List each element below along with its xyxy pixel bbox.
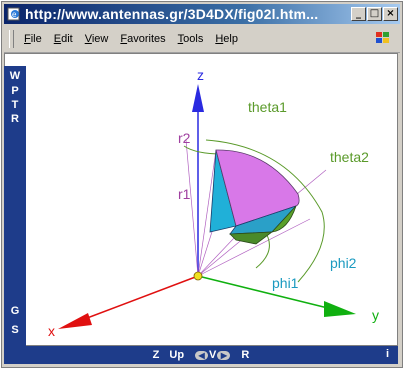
next-viewpoint-icon[interactable]: ▶ <box>217 350 231 360</box>
theta-arc-outer <box>205 139 325 283</box>
sidebar-pan-button[interactable]: P <box>11 85 19 97</box>
sidebar-goto-button[interactable]: G <box>10 305 20 317</box>
y-axis-arrow-icon <box>324 301 356 317</box>
minimize-button[interactable]: _ <box>351 7 366 21</box>
vrml-navbar: Z Up ◀V▶ R i <box>4 346 398 364</box>
y-axis-label: y <box>372 307 379 323</box>
vrml-3d-scene[interactable]: z x y theta1 theta2 r2 r1 phi1 phi2 <box>26 54 398 346</box>
window-title: http://www.antennas.gr/3D4DX/fig02l.htm.… <box>25 6 319 22</box>
restore-button[interactable]: R <box>241 349 250 361</box>
sidebar-walk-button[interactable]: W <box>9 70 21 82</box>
sidebar-study-button[interactable]: S <box>11 324 19 336</box>
menu-tools[interactable]: Tools <box>177 33 204 45</box>
title-bar[interactable]: e http://www.antennas.gr/3D4DX/fig02l.ht… <box>4 4 400 24</box>
sidebar-roll-button[interactable]: R <box>11 113 19 125</box>
vrml-sidebar: W P T R G S <box>4 66 26 346</box>
maximize-button[interactable]: □ <box>367 7 382 21</box>
z-axis-label: z <box>197 67 204 83</box>
phi2-label: phi2 <box>330 255 357 271</box>
menu-file[interactable]: File <box>24 33 42 45</box>
theta2-label: theta2 <box>330 149 369 165</box>
menu-view[interactable]: View <box>84 33 109 45</box>
y-axis <box>197 275 345 313</box>
surface-pink <box>215 149 300 227</box>
windows-flag-icon <box>376 32 389 43</box>
surface-green-bottom <box>229 231 274 245</box>
viewpoint-label: V <box>209 349 217 361</box>
svg-text:e: e <box>12 10 17 19</box>
surface-green <box>270 205 297 233</box>
menu-bar: File Edit View Favorites Tools Help <box>4 26 400 53</box>
ie-page-icon: e <box>7 7 20 21</box>
r2-label: r2 <box>178 130 191 146</box>
origin-point <box>193 271 203 281</box>
z-axis-arrow-icon <box>192 84 204 112</box>
sidebar-turn-button[interactable]: T <box>11 99 19 111</box>
menu-help[interactable]: Help <box>215 33 238 45</box>
prev-viewpoint-icon[interactable]: ◀ <box>195 350 209 360</box>
phi1-label: phi1 <box>272 275 299 291</box>
info-button[interactable]: i <box>386 348 390 360</box>
close-button[interactable]: × <box>383 7 398 21</box>
x-axis-label: x <box>48 323 55 339</box>
theta1-label: theta1 <box>248 99 287 115</box>
up-button[interactable]: Up <box>169 349 185 361</box>
menu-favorites[interactable]: Favorites <box>120 33 166 45</box>
x-axis-arrow-icon <box>58 313 92 329</box>
menu-edit[interactable]: Edit <box>53 33 73 45</box>
r1-label: r1 <box>178 186 191 202</box>
zoom-button[interactable]: Z <box>152 349 160 361</box>
viewpoint-control[interactable]: ◀V▶ <box>194 349 231 361</box>
toolbar-grip[interactable] <box>9 30 14 48</box>
